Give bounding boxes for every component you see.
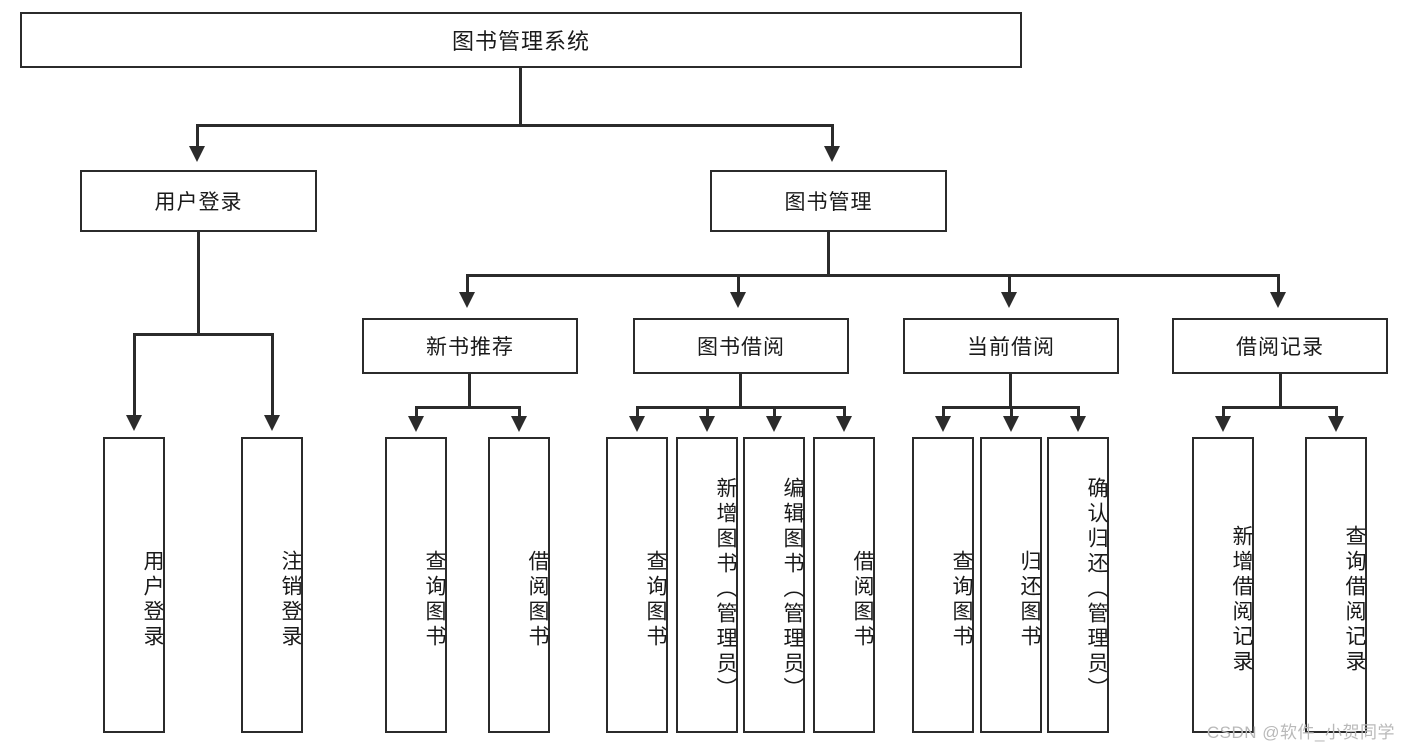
arrowhead-bb-leaf-2 bbox=[699, 416, 715, 432]
connector-user-login-to-leaf-1 bbox=[133, 333, 136, 417]
leaf-add-book[interactable]: 新增图书（管理员） bbox=[676, 437, 738, 733]
connector-root-stem bbox=[519, 68, 522, 126]
connector-br-leaf-1 bbox=[1222, 406, 1225, 418]
arrowhead-cb-leaf-2 bbox=[1003, 416, 1019, 432]
connector-root-to-user-login bbox=[196, 124, 199, 148]
node-book-management[interactable]: 图书管理 bbox=[710, 170, 947, 232]
connector-new-book-recommend-bus bbox=[415, 406, 521, 409]
arrowhead-current-borrow bbox=[1001, 292, 1017, 308]
connector-cb-leaf-3 bbox=[1077, 406, 1080, 418]
arrowhead-user-login-leaf-1 bbox=[126, 415, 142, 431]
arrowhead-new-book-recommend bbox=[459, 292, 475, 308]
node-book-borrow[interactable]: 图书借阅 bbox=[633, 318, 849, 374]
leaf-borrow-book-recommend[interactable]: 借阅图书 bbox=[488, 437, 550, 733]
arrowhead-nbr-leaf-1 bbox=[408, 416, 424, 432]
arrowhead-user-login-leaf-2 bbox=[264, 415, 280, 431]
connector-cb-leaf-2 bbox=[1010, 406, 1013, 418]
arrowhead-root-to-user-login bbox=[189, 146, 205, 162]
connector-to-book-borrow bbox=[737, 274, 740, 294]
arrowhead-borrow-record bbox=[1270, 292, 1286, 308]
arrowhead-br-leaf-2 bbox=[1328, 416, 1344, 432]
connector-cb-leaf-1 bbox=[942, 406, 945, 418]
connector-bb-leaf-2 bbox=[706, 406, 709, 418]
connector-bb-leaf-3 bbox=[773, 406, 776, 418]
connector-root-to-book-management bbox=[831, 124, 834, 148]
leaf-edit-book[interactable]: 编辑图书（管理员） bbox=[743, 437, 805, 733]
node-user-login[interactable]: 用户登录 bbox=[80, 170, 317, 232]
connector-root-bus bbox=[196, 124, 833, 127]
connector-book-management-stem bbox=[827, 232, 830, 276]
leaf-query-borrow-record[interactable]: 查询借阅记录 bbox=[1305, 437, 1367, 733]
leaf-query-book-current[interactable]: 查询图书 bbox=[912, 437, 974, 733]
connector-to-current-borrow bbox=[1008, 274, 1011, 294]
connector-bb-leaf-1 bbox=[636, 406, 639, 418]
connector-br-leaf-2 bbox=[1335, 406, 1338, 418]
arrowhead-book-borrow bbox=[730, 292, 746, 308]
leaf-confirm-return[interactable]: 确认归还（管理员） bbox=[1047, 437, 1109, 733]
connector-level3-bus bbox=[466, 274, 1280, 277]
leaf-query-book-borrow[interactable]: 查询图书 bbox=[606, 437, 668, 733]
watermark-text: CSDN @软件_小贺同学 bbox=[1206, 723, 1395, 742]
arrowhead-cb-leaf-3 bbox=[1070, 416, 1086, 432]
arrowhead-bb-leaf-3 bbox=[766, 416, 782, 432]
connector-book-borrow-stem bbox=[739, 374, 742, 408]
leaf-return-book[interactable]: 归还图书 bbox=[980, 437, 1042, 733]
arrowhead-root-to-book-management bbox=[824, 146, 840, 162]
connector-book-borrow-bus bbox=[636, 406, 845, 409]
connector-bb-leaf-4 bbox=[843, 406, 846, 418]
node-root-system[interactable]: 图书管理系统 bbox=[20, 12, 1022, 68]
connector-nbr-leaf-1 bbox=[415, 406, 418, 418]
connector-new-book-recommend-stem bbox=[468, 374, 471, 408]
connector-user-login-to-leaf-2 bbox=[271, 333, 274, 417]
leaf-query-book-recommend[interactable]: 查询图书 bbox=[385, 437, 447, 733]
leaf-logout-login[interactable]: 注销登录 bbox=[241, 437, 303, 733]
node-borrow-record[interactable]: 借阅记录 bbox=[1172, 318, 1388, 374]
node-current-borrow[interactable]: 当前借阅 bbox=[903, 318, 1119, 374]
leaf-add-borrow-record[interactable]: 新增借阅记录 bbox=[1192, 437, 1254, 733]
arrowhead-bb-leaf-1 bbox=[629, 416, 645, 432]
connector-borrow-record-bus bbox=[1222, 406, 1338, 409]
connector-user-login-bus bbox=[133, 333, 273, 336]
arrowhead-cb-leaf-1 bbox=[935, 416, 951, 432]
leaf-user-login[interactable]: 用户登录 bbox=[103, 437, 165, 733]
connector-to-borrow-record bbox=[1277, 274, 1280, 294]
arrowhead-br-leaf-1 bbox=[1215, 416, 1231, 432]
connector-to-new-book-recommend bbox=[466, 274, 469, 294]
arrowhead-bb-leaf-4 bbox=[836, 416, 852, 432]
connector-borrow-record-stem bbox=[1279, 374, 1282, 408]
connector-current-borrow-stem bbox=[1009, 374, 1012, 408]
connector-user-login-stem bbox=[197, 232, 200, 335]
connector-nbr-leaf-2 bbox=[518, 406, 521, 418]
leaf-borrow-book[interactable]: 借阅图书 bbox=[813, 437, 875, 733]
arrowhead-nbr-leaf-2 bbox=[511, 416, 527, 432]
node-new-book-recommend[interactable]: 新书推荐 bbox=[362, 318, 578, 374]
